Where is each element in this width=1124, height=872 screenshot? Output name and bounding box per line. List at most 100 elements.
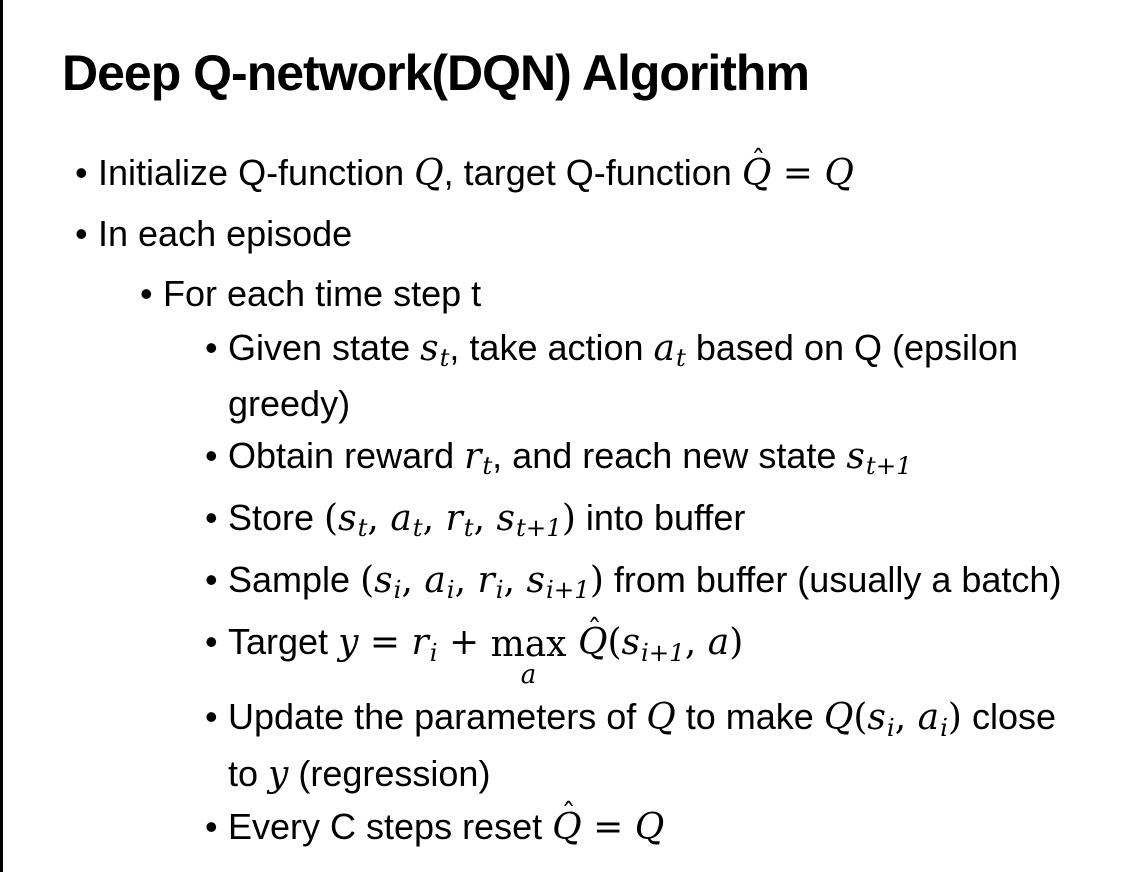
bullet-dot: • xyxy=(205,805,218,847)
math-operator: , xyxy=(894,697,918,739)
math-subscript: t xyxy=(463,513,474,543)
math-operator: , xyxy=(367,498,391,540)
text-run: In each episode xyxy=(98,213,353,254)
text-run: , take action xyxy=(449,327,654,368)
math-subscript: i xyxy=(495,575,504,605)
bullet-line: In each episode xyxy=(98,211,1118,257)
math-subscript: t+1 xyxy=(515,513,562,543)
hat-accent: ˆ xyxy=(587,613,602,648)
math-variable: Q xyxy=(741,153,772,194)
math-subscript: t+1 xyxy=(865,451,912,481)
math-variable-subscripted: rt xyxy=(464,436,493,481)
bullet-item: •Given state st, take action at based on… xyxy=(0,325,1118,427)
math-subscript: i+1 xyxy=(545,575,590,605)
math-operator: , xyxy=(473,498,497,540)
math-variable-subscripted: si+1 xyxy=(526,560,590,605)
math-subscript: t xyxy=(676,343,686,373)
bullet-line: Initialize Q-function Q, target Q-functi… xyxy=(98,144,1118,197)
math-operator: = xyxy=(771,153,825,194)
text-run: Sample xyxy=(228,559,361,601)
text-run: Store xyxy=(228,497,325,539)
slide-title: Deep Q-network(DQN) Algorithm xyxy=(62,45,810,101)
math-subscript: i xyxy=(446,575,455,605)
math-subscript: i xyxy=(393,575,402,605)
text-run: into buffer xyxy=(575,497,746,539)
math-variable-subscripted: ri xyxy=(411,622,438,667)
math-operator xyxy=(566,622,577,663)
math-variable: y xyxy=(338,622,359,664)
math-subscript: t xyxy=(439,343,450,373)
math-variable: Q xyxy=(646,697,676,739)
text-run: Obtain reward xyxy=(228,435,465,477)
math-variable: Q xyxy=(552,806,582,848)
math-variable-subscripted: at xyxy=(390,498,423,543)
math-variable-subscripted: si xyxy=(867,697,895,742)
bullet-dot: • xyxy=(75,152,88,193)
math-variable: Q xyxy=(824,153,854,194)
math-operator: = xyxy=(358,622,412,664)
math-operator: , xyxy=(684,622,708,664)
text-run: Update the parameters of xyxy=(228,696,647,738)
text-run: to make xyxy=(675,696,824,738)
bullet-line: Obtain reward rt, and reach new state st… xyxy=(228,433,1118,489)
math-variable: Q xyxy=(414,153,444,194)
math-operator: = xyxy=(581,806,635,848)
math-variable-subscripted: st+1 xyxy=(846,436,912,481)
math-operator: + xyxy=(437,622,491,664)
math-variable: Q xyxy=(823,697,854,739)
math-subscript: i xyxy=(940,712,948,742)
bullet-content: Given state st, take action at based on … xyxy=(228,325,1118,427)
math-operator: ) xyxy=(947,697,962,739)
text-run: (regression) xyxy=(288,752,491,794)
text-run: greedy) xyxy=(228,383,351,425)
math-subscript: i+1 xyxy=(640,637,685,667)
math-operator: ( xyxy=(853,697,868,739)
math-subscript: i xyxy=(429,637,438,667)
bullet-dot: • xyxy=(205,559,218,601)
math-variable: Q xyxy=(634,806,665,848)
math-operator: , xyxy=(503,560,527,602)
bullet-content: Store (st, at, rt, st+1) into buffer xyxy=(228,495,1118,551)
text-run: Target xyxy=(228,621,339,663)
text-run: For each time step t xyxy=(163,273,482,314)
text-run: Given state xyxy=(228,327,421,368)
bullet-dot: • xyxy=(205,327,218,368)
bullet-item: •Obtain reward rt, and reach new state s… xyxy=(0,433,1118,489)
bullet-item: •For each time step t xyxy=(0,271,1118,317)
math-operator: max xyxy=(490,623,567,665)
bullet-line: Update the parameters of Q to make Q(si,… xyxy=(228,694,1118,750)
math-variable: a xyxy=(707,622,730,664)
bullet-content: Initialize Q-function Q, target Q-functi… xyxy=(98,144,1118,197)
math-variable-subscripted: si+1 xyxy=(621,622,685,667)
math-operator: , xyxy=(401,560,425,602)
bullet-content: For each time step t xyxy=(163,271,1118,317)
math-variable-subscripted: rt xyxy=(445,498,474,543)
bullet-item: •Sample (si, ai, ri, si+1) from buffer (… xyxy=(0,557,1118,613)
bullet-line: to y (regression) xyxy=(228,751,1118,798)
math-subscript: i xyxy=(886,712,895,742)
bullet-content: Obtain reward rt, and reach new state st… xyxy=(228,433,1118,489)
text-run: close xyxy=(961,696,1056,738)
text-run: , target Q-function xyxy=(443,152,742,193)
math-variable-subscripted: si xyxy=(374,560,402,605)
text-run: from buffer (usually a batch) xyxy=(603,559,1062,601)
math-variable-subscripted: st+1 xyxy=(496,498,562,543)
bullet-dot: • xyxy=(205,621,218,663)
text-run: Every C steps reset xyxy=(228,805,553,847)
math-variable: Q xyxy=(577,622,608,664)
math-subscript: t xyxy=(357,513,368,543)
math-operator: ) xyxy=(589,560,604,602)
bullet-line: Store (st, at, rt, st+1) into buffer xyxy=(228,495,1118,551)
hat-accent: ˆ xyxy=(751,143,766,178)
math-operator: ( xyxy=(360,560,375,602)
bullet-list: •Initialize Q-function Q, target Q-funct… xyxy=(0,144,1118,857)
